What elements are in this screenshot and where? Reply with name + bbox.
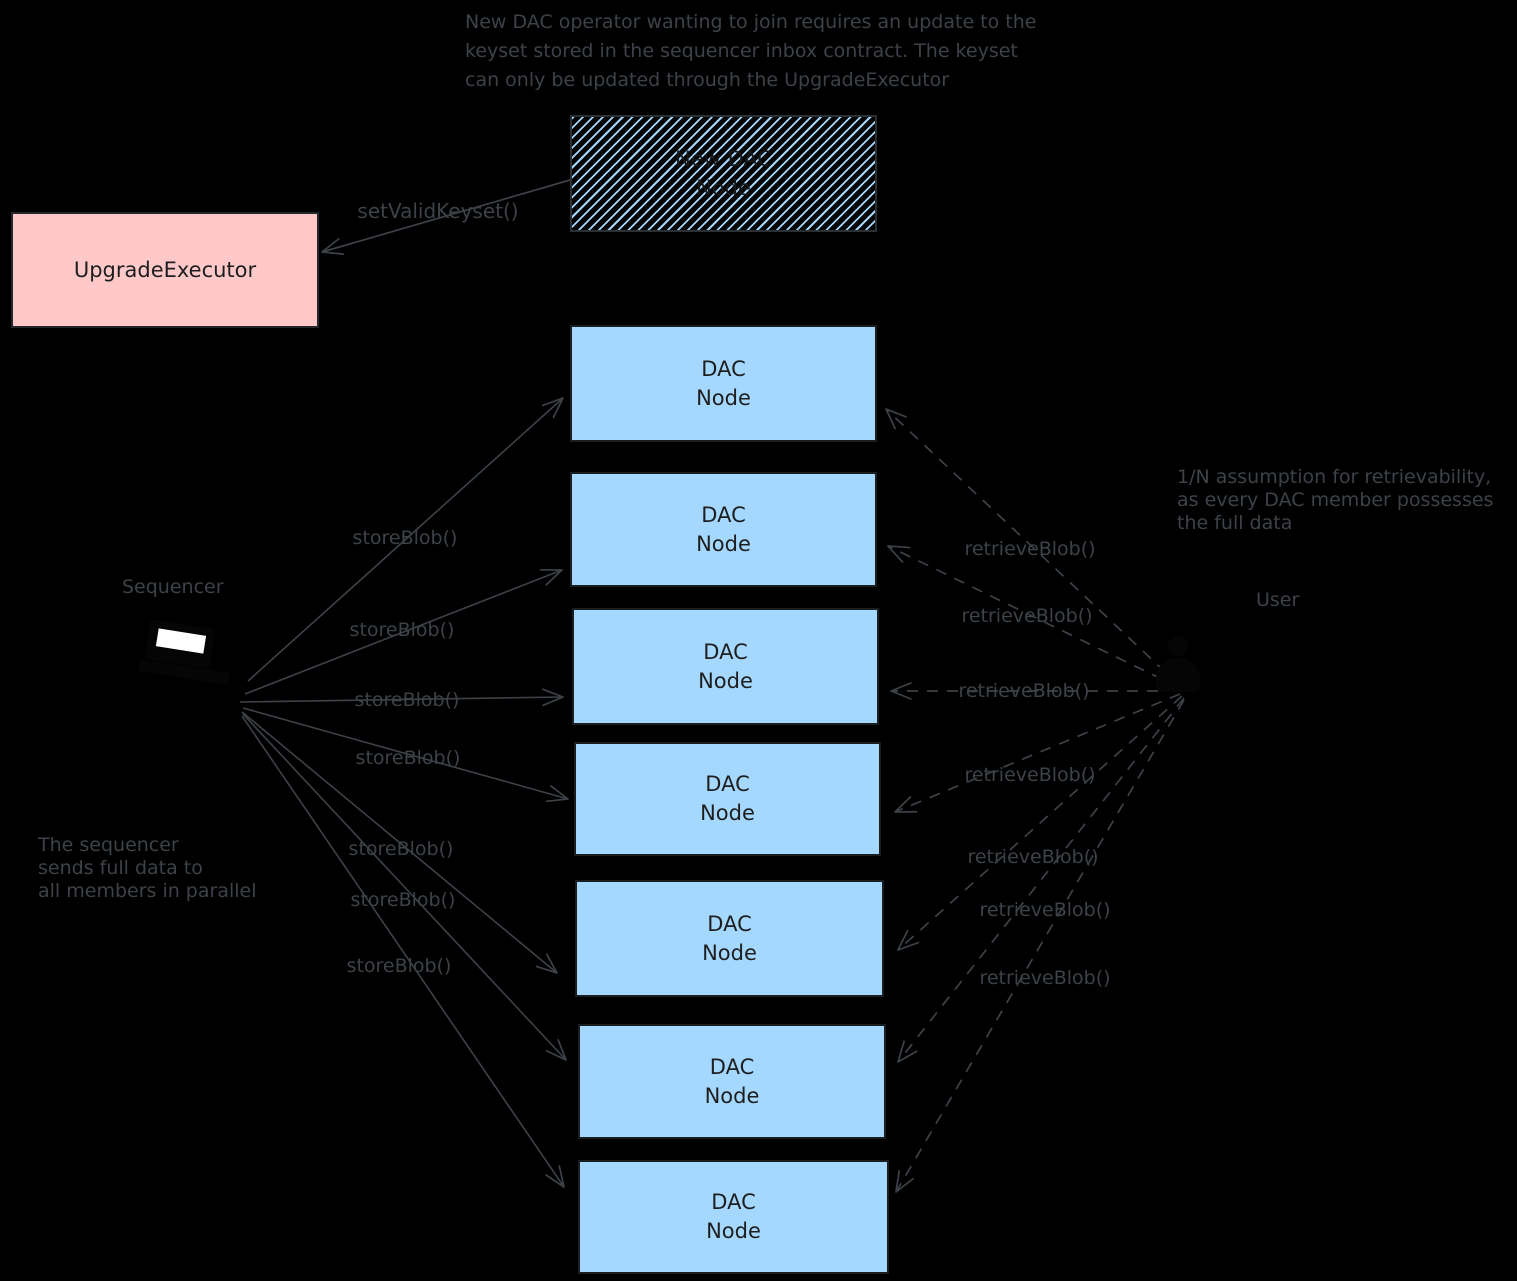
dac-node-label-line2: Node [698,668,753,693]
dac-node-label-line1: DAC [705,772,750,796]
dac-node-box-3: DAC Node [572,608,879,725]
top-note-line: can only be updated through the UpgradeE… [465,69,950,91]
right-note-line: as every DAC member possesses [1177,489,1494,511]
retrieve-blob-arrow-5 [897,695,1183,951]
store-blob-label-5: storeBlob() [348,838,454,860]
store-blob-arrow-1 [247,397,564,682]
retrieve-blob-label-1: retrieveBlob() [964,538,1096,560]
top-note-line: keyset stored in the sequencer inbox con… [465,40,1018,62]
store-blob-label-4: storeBlob() [355,747,461,769]
retrieve-blob-arrow-2 [887,545,1181,689]
right-note-line: 1/N assumption for retrievability, [1177,466,1492,488]
retrieve-blob-label-6: retrieveBlob() [979,899,1111,921]
left-note-line: all members in parallel [38,880,257,902]
store-blob-arrow-7 [241,715,565,1188]
upgrade-executor-label: UpgradeExecutor [73,257,257,282]
retrieve-blob-label-7: retrieveBlob() [979,967,1111,989]
user-icon-torso [1156,658,1200,692]
store-blob-label-2: storeBlob() [349,619,455,641]
store-blob-label-3: storeBlob() [354,689,460,711]
dac-node-label-line1: DAC [709,1054,755,1079]
user-icon-head [1168,636,1188,656]
right-note-line: the full data [1177,512,1293,534]
dac-node-label-line1: DAC [703,639,748,664]
retrieve-blob-arrow-1 [885,408,1181,687]
retrieve-blob-arrow-4 [894,693,1181,813]
store-blob-label-1: storeBlob() [352,527,458,549]
dac-node-label-line1: DAC [711,1190,756,1214]
dac-node-label-line1: DAC [707,911,752,936]
top-note-line: New DAC operator wanting to join require… [465,11,1037,33]
retrieve-blob-label-2: retrieveBlob() [961,605,1093,627]
dac-node-box-5: DAC Node [575,880,884,997]
dac-node-label-line2: Node [696,385,751,410]
store-blob-arrow-5 [241,711,558,974]
store-blob-label-7: storeBlob() [346,955,452,977]
store-blob-arrow-2 [244,568,563,695]
dac-node-label-line2: Node [696,531,751,556]
top-note: New DAC operator wanting to join require… [465,8,1036,95]
dac-node-box-6: DAC Node [578,1024,886,1139]
user-icon [1150,636,1206,694]
right-note: 1/N assumption for retrievability, as ev… [1177,466,1493,535]
store-blob-label-6: storeBlob() [350,889,456,911]
dac-node-label-line2: Node [700,801,755,825]
dac-node-label-line1: DAC [701,356,746,381]
set-valid-keyset-label: setValidKeyset() [357,199,519,223]
left-note: The sequencer sends full data to all mem… [38,834,257,903]
store-blob-arrow-4 [242,707,569,803]
sequencer-label: Sequencer [122,576,224,598]
retrieve-blob-label-3: retrieveBlob() [958,680,1090,702]
retrieve-blob-arrow-6 [897,697,1185,1063]
left-note-line: sends full data to [38,857,203,879]
user-label: User [1256,589,1300,611]
store-blob-arrow-3 [239,688,564,707]
dac-node-box-7: DAC Node [578,1160,889,1274]
dac-node-label-line2: Node [702,940,757,965]
retrieve-blob-arrow-7 [895,699,1185,1193]
dac-node-label-line2: Node [706,1219,761,1243]
dac-node-box-2: DAC Node [570,472,877,587]
left-note-line: The sequencer [38,834,179,856]
store-blob-arrow-6 [242,713,567,1061]
retrieve-blob-label-5: retrieveBlob() [967,846,1099,868]
upgrade-executor-box: UpgradeExecutor [11,212,319,328]
dac-node-label-line2: Node [704,1083,760,1108]
set-valid-keyset-arrow [321,179,571,255]
new-dac-node-box: New DAC Node [570,115,877,232]
new-dac-node-label-line2: Node [696,175,751,200]
dac-node-label-line1: DAC [701,502,746,527]
dac-node-box-1: DAC Node [570,325,877,442]
retrieve-blob-label-4: retrieveBlob() [964,764,1096,786]
new-dac-node-label-line1: New DAC [675,146,772,171]
dac-node-box-4: DAC Node [574,742,881,856]
